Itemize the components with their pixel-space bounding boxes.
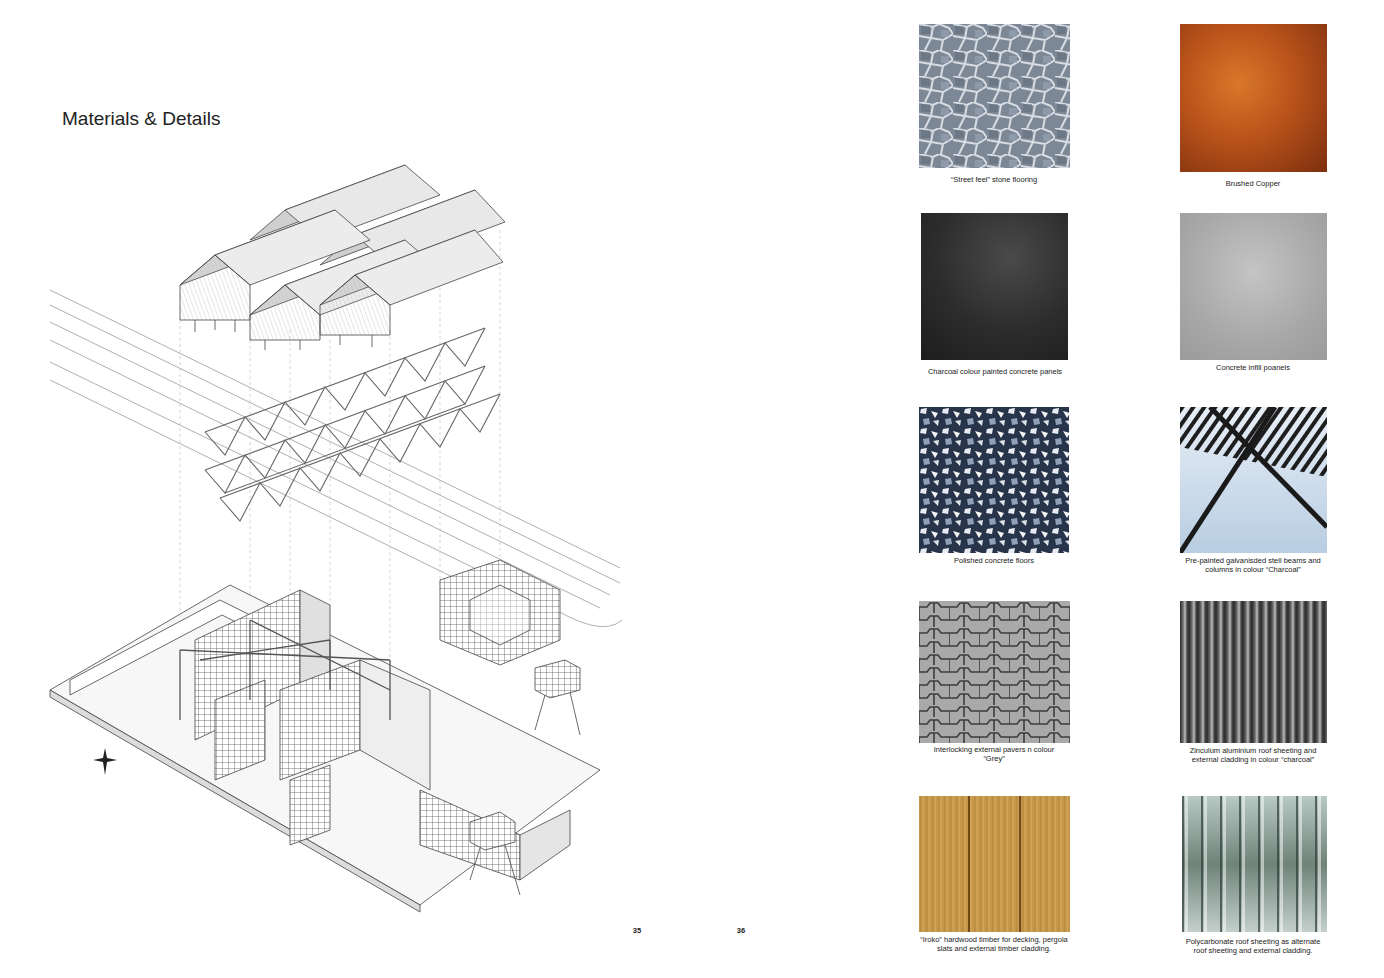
material-caption: Polished concrete floors bbox=[914, 556, 1074, 565]
concrete-swatch bbox=[1180, 213, 1327, 360]
material-caption: Interlocking external pavers n colour “G… bbox=[924, 745, 1064, 764]
terrazzo-texture bbox=[919, 407, 1069, 553]
material-caption: Charcoal colour painted concrete panels bbox=[915, 367, 1075, 376]
steel-swatch bbox=[1180, 407, 1327, 553]
material-caption: Concrete infill poanels bbox=[1178, 363, 1328, 372]
terrazzo-swatch bbox=[919, 407, 1069, 553]
page-number: 35 bbox=[622, 926, 652, 935]
iroko-texture bbox=[919, 796, 1070, 932]
pavers-swatch bbox=[919, 601, 1070, 743]
material-caption: Zinculum aluminium roof sheeting and ext… bbox=[1182, 746, 1324, 765]
steel-texture bbox=[1180, 407, 1327, 553]
charcoal-swatch bbox=[921, 213, 1068, 360]
page-title: Materials & Details bbox=[62, 108, 220, 130]
stone-texture bbox=[919, 24, 1070, 168]
material-caption: “Street feel” stone flooring bbox=[914, 175, 1074, 184]
copper-swatch bbox=[1180, 24, 1327, 172]
pavers-texture bbox=[919, 601, 1070, 743]
iroko-swatch bbox=[919, 796, 1070, 932]
material-caption: Brushed Copper bbox=[1178, 179, 1328, 188]
material-caption: Pre-painted galvanisded stell beams and … bbox=[1179, 556, 1327, 575]
material-caption: “Iroko” hardwood timber for decking, per… bbox=[918, 935, 1070, 954]
page-number: 36 bbox=[726, 926, 756, 935]
stone-swatch bbox=[919, 24, 1070, 168]
zinc-swatch bbox=[1180, 601, 1327, 743]
polycarbonate-swatch bbox=[1182, 796, 1327, 932]
polycarbonate-texture bbox=[1182, 796, 1327, 932]
material-caption: Polycarbonate roof sheeting as alternate… bbox=[1183, 937, 1323, 956]
